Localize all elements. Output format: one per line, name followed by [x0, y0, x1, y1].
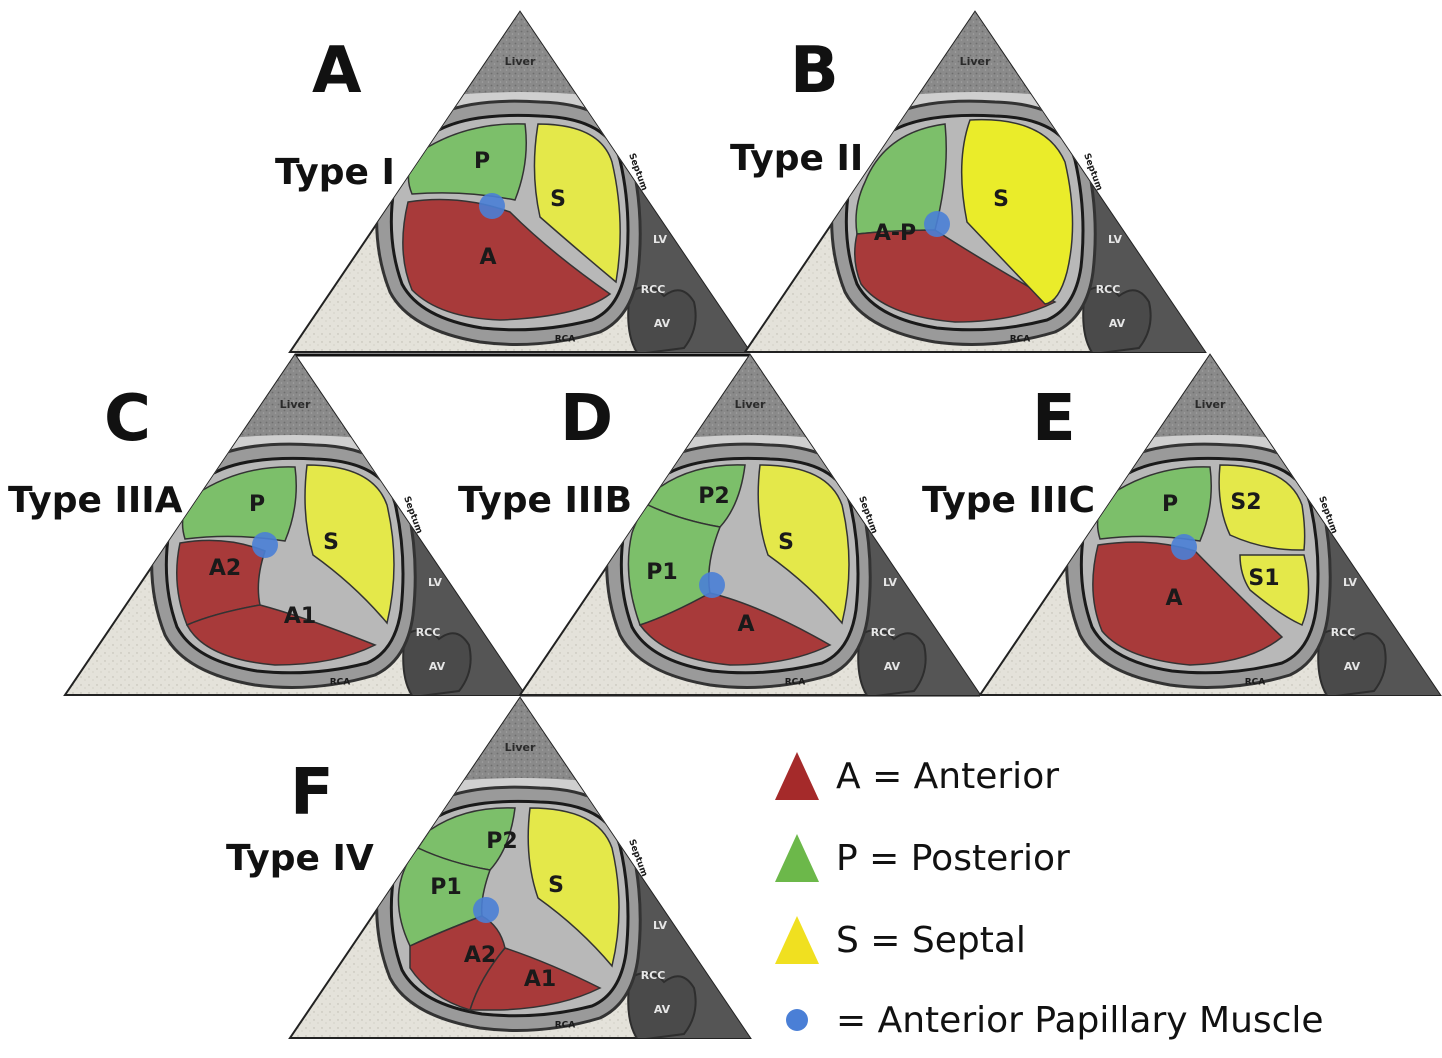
liver-label: Liver [960, 55, 991, 68]
leaflet-label: S [778, 530, 794, 555]
type-label: Type IIIC [922, 480, 1095, 521]
anterior-triangle-icon [775, 752, 819, 800]
leaflet-label: A [1165, 586, 1182, 611]
lv-label: LV [1343, 576, 1357, 589]
rca-label: RCA [330, 678, 351, 688]
legend-item-septal: S = Septal [775, 916, 1026, 964]
lv-label: LV [883, 576, 897, 589]
panel-letter: F [290, 756, 334, 830]
leaflet-label: S2 [1230, 490, 1261, 515]
leaflet-label: P [474, 149, 490, 174]
leaflet-label: S1 [1248, 566, 1279, 591]
rcc-label: RCC [1096, 283, 1121, 296]
panel-letter: E [1032, 382, 1076, 456]
legend-item-posterior: P = Posterior [775, 834, 1070, 882]
av-label: AV [1344, 660, 1361, 673]
panel-letter: A [312, 34, 362, 108]
leaflet-label: P2 [486, 829, 517, 854]
leaflet-label: A-P [874, 221, 916, 246]
type-label: Type II [730, 138, 863, 179]
panel-d: P2 P1 S A Liver Septum LV RCC AV RCA D T… [458, 305, 980, 697]
rca-label: RCA [555, 1021, 576, 1031]
panel-f: P2 P1 S A2 A1 Liver Septum LV RCC AV RCA… [226, 648, 750, 1040]
lv-label: LV [428, 576, 442, 589]
rcc-label: RCC [416, 626, 441, 639]
leaflet-label: A2 [209, 556, 241, 581]
panel-letter: D [560, 382, 613, 456]
legend-text: A = Anterior [836, 756, 1059, 797]
lv-label: LV [1108, 233, 1122, 246]
leaflet-label: S [548, 873, 564, 898]
papillary-circle-icon [786, 1009, 808, 1031]
leaflet-label: A [737, 612, 754, 637]
av-label: AV [884, 660, 901, 673]
type-label: Type I [275, 152, 395, 193]
panel-b: A-P S Liver Septum LV RCC AV RCA B Type … [730, 0, 1205, 354]
type-label: Type IV [226, 838, 374, 879]
leaflet-label: P [1162, 492, 1178, 517]
leaflet-label: S [550, 187, 566, 212]
septal-triangle-icon [775, 916, 819, 964]
leaflet-label: P2 [698, 484, 729, 509]
lv-label: LV [653, 919, 667, 932]
liver-label: Liver [505, 741, 536, 754]
leaflet-label: S [993, 187, 1009, 212]
rca-label: RCA [1010, 335, 1031, 345]
leaflet-label: S [323, 530, 339, 555]
panel-letter: B [790, 34, 839, 108]
legend: A = Anterior P = Posterior S = Septal = … [775, 752, 1324, 1041]
legend-text: P = Posterior [836, 838, 1070, 879]
legend-item-papillary: = Anterior Papillary Muscle [786, 1000, 1324, 1041]
rcc-label: RCC [641, 969, 666, 982]
rcc-label: RCC [1331, 626, 1356, 639]
leaflet-label: A1 [524, 967, 556, 992]
type-label: Type IIIB [458, 480, 632, 521]
panel-letter: C [104, 382, 151, 456]
rcc-label: RCC [871, 626, 896, 639]
liver-label: Liver [280, 398, 311, 411]
panel-c: P S A2 A1 Liver Septum LV RCC AV RCA C T… [8, 305, 525, 697]
leaflet-label: A2 [464, 943, 496, 968]
av-label: AV [654, 1003, 671, 1016]
legend-item-anterior: A = Anterior [775, 752, 1059, 800]
liver-label: Liver [735, 398, 766, 411]
av-label: AV [429, 660, 446, 673]
rcc-label: RCC [641, 283, 666, 296]
liver-label: Liver [505, 55, 536, 68]
posterior-triangle-icon [775, 834, 819, 882]
legend-text: = Anterior Papillary Muscle [836, 1000, 1324, 1041]
lv-label: LV [653, 233, 667, 246]
legend-text: S = Septal [836, 920, 1026, 961]
leaflet-label: P1 [430, 875, 461, 900]
rca-label: RCA [1245, 678, 1266, 688]
av-label: AV [1109, 317, 1126, 330]
leaflet-label: A [479, 245, 496, 270]
leaflet-label: P1 [646, 560, 677, 585]
panel-a: P S A Liver Septum LV RCC AV RCA A Type … [275, 0, 750, 354]
liver-label: Liver [1195, 398, 1226, 411]
type-label: Type IIIA [8, 480, 183, 521]
leaflet-label: A1 [284, 604, 316, 629]
rca-label: RCA [555, 335, 576, 345]
av-label: AV [654, 317, 671, 330]
panel-e: P S2 S1 A Liver Septum LV RCC AV RCA E T… [922, 305, 1440, 697]
rca-label: RCA [785, 678, 806, 688]
leaflet-label: P [249, 492, 265, 517]
